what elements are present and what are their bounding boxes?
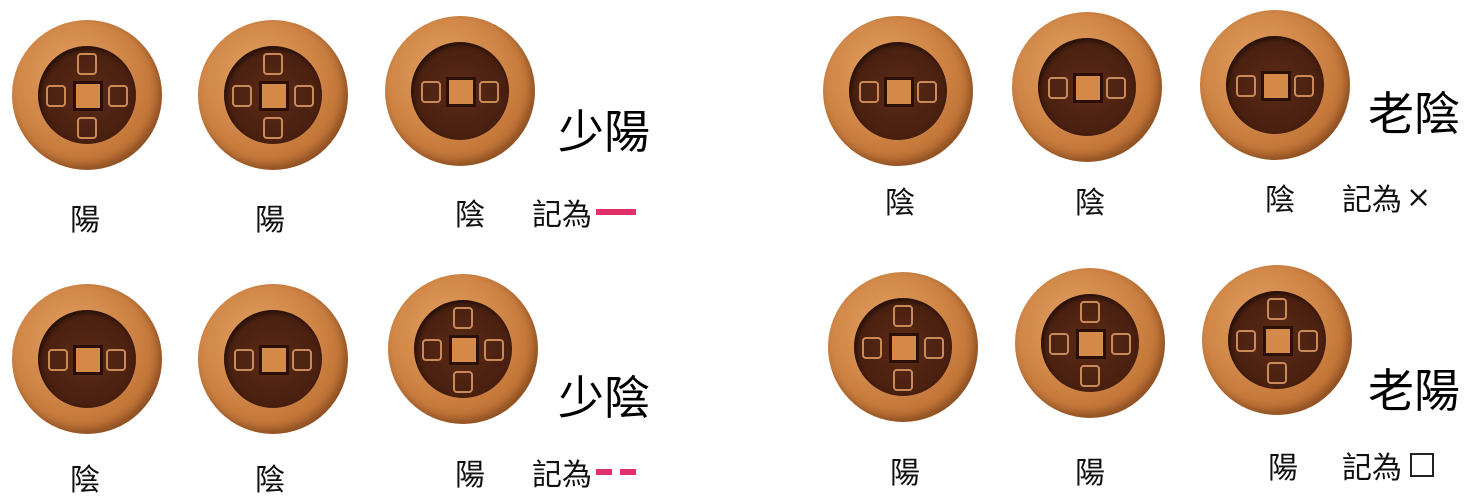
coin-yin bbox=[198, 284, 348, 434]
coin-yin bbox=[1012, 12, 1162, 162]
coin-face-label: 陰 bbox=[70, 463, 100, 498]
group-name: 老陽 bbox=[1368, 364, 1460, 418]
coin-yin-face-icon bbox=[1236, 75, 1314, 97]
square-symbol bbox=[1410, 453, 1434, 477]
coin-yang bbox=[388, 274, 538, 424]
coin-yang bbox=[12, 20, 162, 170]
coin-yin-face-icon bbox=[421, 81, 499, 103]
broken-line-symbol bbox=[596, 469, 636, 475]
coin-face-label: 陽 bbox=[255, 203, 285, 238]
coin-face-label: 陽 bbox=[70, 203, 100, 238]
coin-yang bbox=[198, 20, 348, 170]
group-name: 少陽 bbox=[558, 105, 650, 159]
coin-yin-face-icon bbox=[48, 349, 126, 371]
coin-yin bbox=[12, 284, 162, 434]
coin-face-label: 陽 bbox=[1075, 456, 1105, 491]
coin-face-label: 陰 bbox=[255, 463, 285, 498]
record-notation: 記為 bbox=[532, 450, 636, 494]
cross-symbol: × bbox=[1406, 179, 1432, 215]
record-label: 記為 bbox=[532, 458, 592, 493]
coin-yin-face-icon bbox=[859, 81, 937, 103]
record-label: 記為 bbox=[1342, 451, 1402, 486]
coin-yin bbox=[823, 16, 973, 166]
coin-yin bbox=[1200, 10, 1350, 160]
record-label: 記為 bbox=[1342, 183, 1402, 218]
coin-yang-face-icon bbox=[1236, 298, 1318, 384]
coin-yang bbox=[1015, 268, 1165, 418]
coin-yang-face-icon bbox=[46, 53, 128, 139]
coin-face-label: 陰 bbox=[885, 186, 915, 221]
coin-face-label: 陰 bbox=[455, 198, 485, 233]
coin-yin-face-icon bbox=[234, 349, 312, 371]
coin-face-label: 陽 bbox=[1268, 451, 1298, 486]
coin-yang-face-icon bbox=[422, 307, 504, 393]
coin-yang bbox=[828, 272, 978, 422]
coin-yang-face-icon bbox=[1049, 301, 1131, 387]
record-notation: 記為 bbox=[532, 190, 636, 234]
solid-line-symbol bbox=[596, 209, 636, 215]
group-name: 少陰 bbox=[558, 371, 650, 425]
coin-yin-face-icon bbox=[1048, 77, 1126, 99]
coin-face-label: 陽 bbox=[455, 458, 485, 493]
coin-yang-face-icon bbox=[232, 53, 314, 139]
record-label: 記為 bbox=[532, 198, 592, 233]
coin-face-label: 陽 bbox=[890, 456, 920, 491]
record-notation: 記為 bbox=[1342, 443, 1434, 487]
coin-yang bbox=[1202, 265, 1352, 415]
coin-face-label: 陰 bbox=[1265, 183, 1295, 218]
coin-face-label: 陰 bbox=[1075, 186, 1105, 221]
coin-yang-face-icon bbox=[862, 305, 944, 391]
record-notation: 記為 × bbox=[1342, 175, 1431, 219]
group-name: 老陰 bbox=[1368, 87, 1460, 141]
coin-yin bbox=[385, 16, 535, 166]
